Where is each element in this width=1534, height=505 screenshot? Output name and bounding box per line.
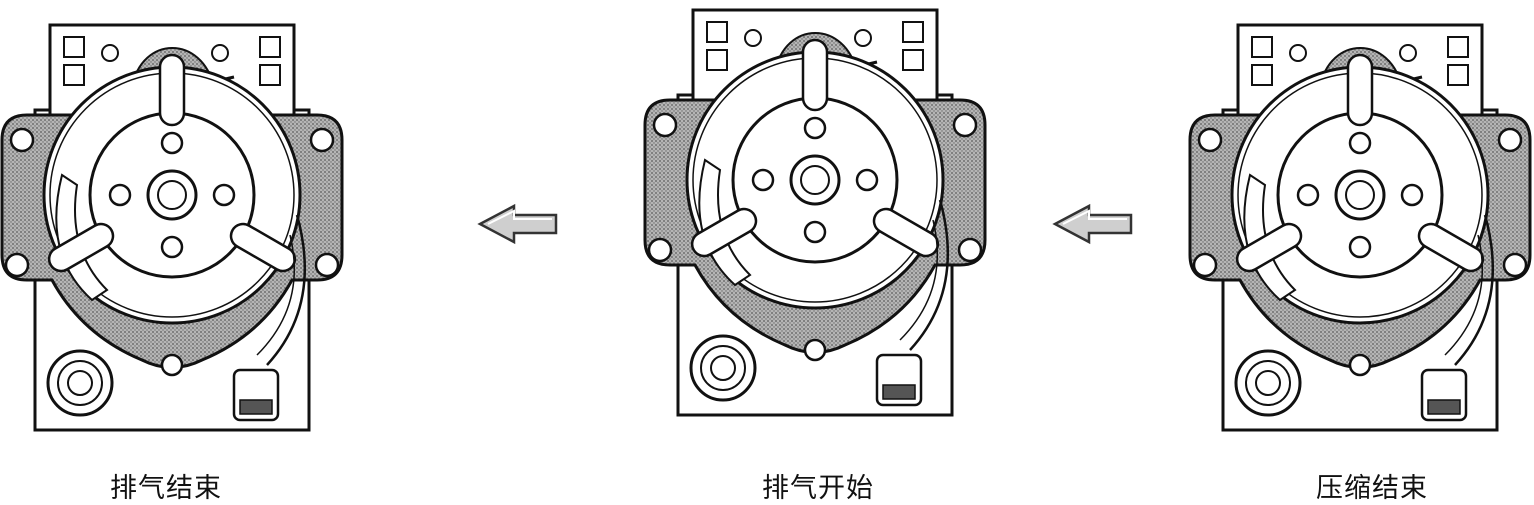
compressor-stage-3 [1188,23,1532,432]
arrow-left-icon [478,204,558,244]
stage-caption-exhaust-start: 排气开始 [762,473,874,504]
compressor-stage-1 [0,23,344,432]
compressor-stage-2 [643,8,987,417]
stage-caption-compression-end: 压缩结束 [1316,473,1428,504]
stage-caption-exhaust-end: 排气结束 [110,473,222,504]
arrow-left-icon [1053,204,1133,244]
